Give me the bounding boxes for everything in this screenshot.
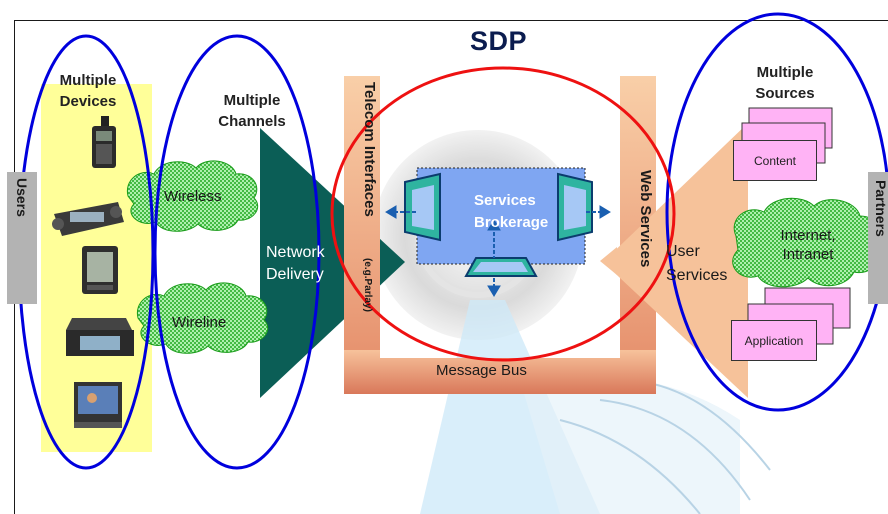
web-services-label: Web Services [637,170,654,268]
tv-display-icon [74,382,122,428]
message-bus-bar [344,350,656,394]
window-icon [557,172,593,242]
page-title: SDP [470,26,528,56]
sources-ellipse [665,12,888,412]
wireline-label: Wireline [172,314,227,331]
telecom-interfaces-label: Telecom Interfaces [361,82,378,217]
content-box: Content [733,140,817,181]
telecom-pointer [383,247,400,275]
network-delivery-arrow [260,128,405,398]
window-icon [404,172,441,242]
devices-label: Multiple Devices [59,72,117,110]
network-delivery-label: Network Delivery [266,244,325,283]
sources-label: Multiple Sources [755,64,815,102]
application-box: Application [731,320,817,361]
user-services-arrow [603,123,748,398]
telecom-example-label: (e.g.Parlay) [362,258,373,312]
channels-label: Multiple Channels [218,92,286,130]
vehicle-radio-icon [52,202,124,236]
wireless-label: Wireless [164,188,222,205]
sdp-core-ellipse [330,66,676,362]
users-label: Users [14,178,30,217]
message-bus-label: Message Bus [436,362,527,379]
mobile-phone-icon [92,116,116,168]
wireline-cloud [136,282,269,354]
partners-label: Partners [873,180,888,237]
services-brokerage-label: Services Brokerage [474,192,549,231]
brokerage-arrows [385,205,611,297]
window-icon [464,257,538,277]
pda-icon [82,246,118,294]
web-pointer [600,247,617,275]
partners-bar: Partners [868,172,888,304]
user-services-label: User Services [666,243,728,284]
channels-ellipse [153,34,321,470]
users-bar: Users [7,172,37,304]
internet-intranet-label: Internet, Intranet [780,227,836,263]
laptop-icon [66,318,134,356]
